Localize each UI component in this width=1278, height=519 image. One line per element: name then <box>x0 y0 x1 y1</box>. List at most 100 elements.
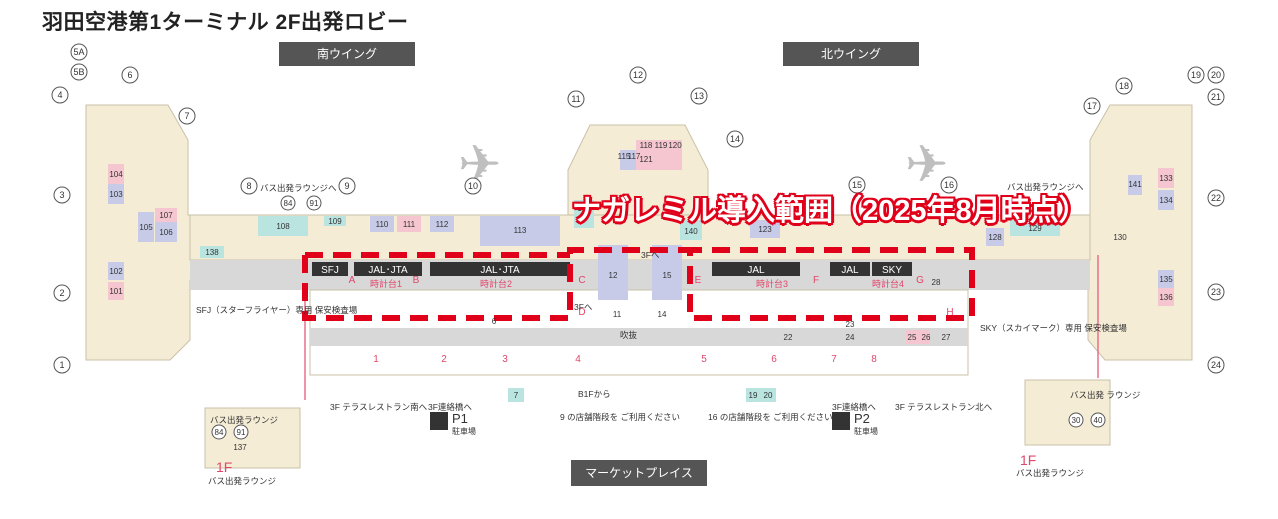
shop-129-num: 129 <box>1028 224 1042 233</box>
shop-128-num: 128 <box>988 233 1002 242</box>
shop-101-num: 101 <box>109 287 123 296</box>
shop9-label: 9 の店舗階段を ご利用ください <box>560 412 680 422</box>
counter-jal-jta-2 <box>430 262 570 276</box>
parking-p2-icon <box>832 412 850 430</box>
p2-link-label: 3F連絡橋へ <box>832 402 876 412</box>
counter-jal <box>712 262 800 276</box>
shop-134 <box>1158 190 1174 210</box>
num-8: 8 <box>871 354 877 365</box>
parking-p1-icon <box>430 412 448 430</box>
shop-19-num: 19 <box>749 391 758 400</box>
gate-2-num: 2 <box>59 288 64 298</box>
to3f-label-1: 3Fへ <box>574 302 593 312</box>
num-2: 2 <box>441 354 447 365</box>
shop-111 <box>397 216 421 232</box>
shop-140 <box>680 220 702 240</box>
gate-5a <box>70 43 88 61</box>
coverage-annotation: ナガレミル導入範囲（2025年8月時点） <box>572 195 1088 227</box>
shop-23-num: 23 <box>846 320 855 329</box>
shop-129 <box>1010 220 1060 236</box>
shop-115-num: 115 <box>618 152 631 161</box>
terrace-north-label: 3F テラスレストラン北へ <box>895 402 993 412</box>
sky-check-label: SKY（スカイマーク）専用 保安検査場 <box>980 323 1127 333</box>
num-5: 5 <box>701 354 707 365</box>
shop-109 <box>324 216 346 226</box>
bus-range-top-start: 84 <box>284 199 293 208</box>
shop-133 <box>1158 168 1174 188</box>
page-title: 羽田空港第1ターミナル 2F出発ロビー <box>42 11 409 34</box>
shop-12-num: 12 <box>609 271 618 280</box>
shop-115-117 <box>620 150 636 170</box>
num-6: 6 <box>771 354 777 365</box>
counter-sky-label: SKY <box>882 265 902 276</box>
shop-121-num: 121 <box>639 155 653 164</box>
to3f-label-2: 3Fへ <box>641 250 660 260</box>
gate-5a-num: 5A <box>73 47 84 57</box>
bus-lounge-right <box>1024 379 1111 446</box>
shop-22-num: 22 <box>784 333 793 342</box>
bus-range-right-start: 30 <box>1072 416 1081 425</box>
gate-6-num: 6 <box>127 70 132 80</box>
shop-20-num: 20 <box>764 391 773 400</box>
shop-117-num: 117 <box>628 152 641 161</box>
bus-range-top-end: 91 <box>310 199 319 208</box>
gate-9 <box>338 177 356 195</box>
shop-105-num: 105 <box>139 223 153 232</box>
gate-2 <box>53 284 71 302</box>
shop-106-num: 106 <box>159 228 173 237</box>
shop-24-num: 24 <box>846 333 855 342</box>
shop-138 <box>200 246 224 258</box>
shop-128 <box>986 228 1004 246</box>
letter-f: F <box>813 275 819 286</box>
shop-104-num: 104 <box>109 170 123 179</box>
counter-jal-jta-2-label: JAL･JTA <box>480 265 520 276</box>
gate-15 <box>848 176 866 194</box>
gate-17 <box>1083 97 1101 115</box>
p2-label: P2 <box>854 411 870 426</box>
shop-119-num: 119 <box>655 141 668 150</box>
letter-h: H <box>946 307 953 318</box>
counter-sfj <box>312 262 348 276</box>
p2-sub-label: 駐車場 <box>854 426 878 436</box>
counter-jal-2-label: JAL <box>841 265 859 276</box>
p1-label: P1 <box>452 411 468 426</box>
p1-sub-label: 駐車場 <box>452 426 476 436</box>
p1-link-label: 3F連絡橋へ <box>428 402 472 412</box>
gate-3-num: 3 <box>59 190 64 200</box>
shop-15 <box>652 245 682 300</box>
gate-3 <box>53 186 71 204</box>
terrace-south-label: 3F テラスレストラン南へ <box>330 402 428 412</box>
fukinuke-label: 吹抜 <box>620 330 638 340</box>
gate-7-num: 7 <box>184 111 189 121</box>
shop-110 <box>370 216 394 232</box>
north-wing-label: 北ウイング <box>783 42 919 66</box>
shop-19-20 <box>746 388 776 402</box>
letter-c: C <box>578 275 585 286</box>
gate-22 <box>1207 189 1225 207</box>
letter-b: B <box>413 275 420 286</box>
shop-133-num: 133 <box>1159 174 1173 183</box>
clock-1-label: 時計台1 <box>370 278 402 289</box>
shop-135-num: 135 <box>1159 275 1173 284</box>
gate-19 <box>1187 66 1205 84</box>
gate-24-num: 24 <box>1211 360 1221 370</box>
bus-lounge-top-label: バス出発ラウンジへ <box>260 183 337 193</box>
letter-d: D <box>578 307 585 318</box>
shop-123-num: 123 <box>758 225 772 234</box>
shop-123 <box>750 220 780 238</box>
shop-111-num: 111 <box>403 220 416 229</box>
shop-107-num: 107 <box>159 211 173 220</box>
shop-6-num: 6 <box>492 317 497 326</box>
counter-jal-jta-1-label: JAL･JTA <box>368 265 408 276</box>
shop-7 <box>508 388 524 402</box>
letter-e: E <box>695 275 702 286</box>
gate-14-num: 14 <box>730 134 740 144</box>
letter-g: G <box>916 275 924 286</box>
gate-24 <box>1207 356 1225 374</box>
shop-139-num: 139 <box>577 204 591 213</box>
gate-7 <box>178 107 196 125</box>
num-3: 3 <box>502 354 508 365</box>
counter-jal-2 <box>830 262 870 276</box>
clock-3-label: 時計台3 <box>756 278 788 289</box>
